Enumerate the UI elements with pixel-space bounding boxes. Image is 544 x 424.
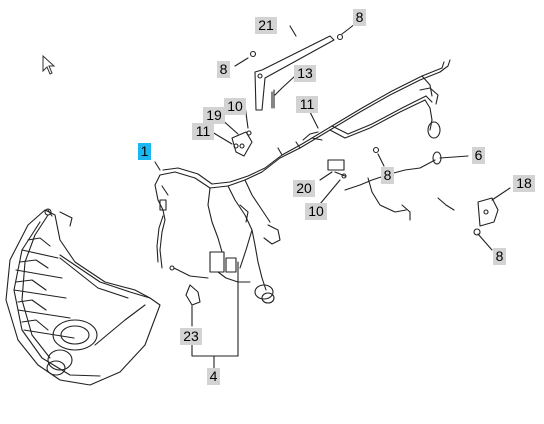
bolt-8-left (249, 50, 257, 58)
main-wiring-harness (154, 59, 455, 306)
bolt-8-right (473, 228, 481, 236)
callout-10-upper[interactable]: 10 (224, 98, 246, 115)
bolt-8-mid (372, 146, 380, 154)
callout-8-top[interactable]: 8 (353, 9, 366, 26)
callout-10-lower[interactable]: 10 (305, 203, 327, 220)
nut-11-left (233, 143, 239, 149)
callout-18[interactable]: 18 (513, 175, 535, 192)
callout-8-left[interactable]: 8 (217, 61, 230, 78)
callout-8-right[interactable]: 8 (493, 248, 506, 265)
callout-6[interactable]: 6 (472, 147, 485, 164)
callout-11-mid[interactable]: 11 (296, 96, 318, 113)
headlight-assembly (5, 208, 161, 386)
bracket-18 (477, 197, 499, 227)
mouse-pointer-icon (42, 55, 56, 75)
bolt-8-top (336, 33, 344, 41)
bracket-19 (231, 131, 253, 157)
callout-19[interactable]: 19 (203, 107, 225, 124)
callout-13[interactable]: 13 (294, 65, 316, 82)
callout-8-mid[interactable]: 8 (381, 167, 394, 184)
callout-4[interactable]: 4 (207, 368, 220, 385)
bracket-21 (254, 35, 335, 111)
bolt-10-upper (246, 130, 252, 136)
callout-11-left[interactable]: 11 (192, 123, 214, 140)
callout-1[interactable]: 1 (138, 143, 151, 160)
bolt-10-lower (341, 173, 347, 179)
callout-21[interactable]: 21 (255, 17, 277, 34)
callout-20[interactable]: 20 (293, 180, 315, 197)
callout-23[interactable]: 23 (180, 328, 202, 345)
